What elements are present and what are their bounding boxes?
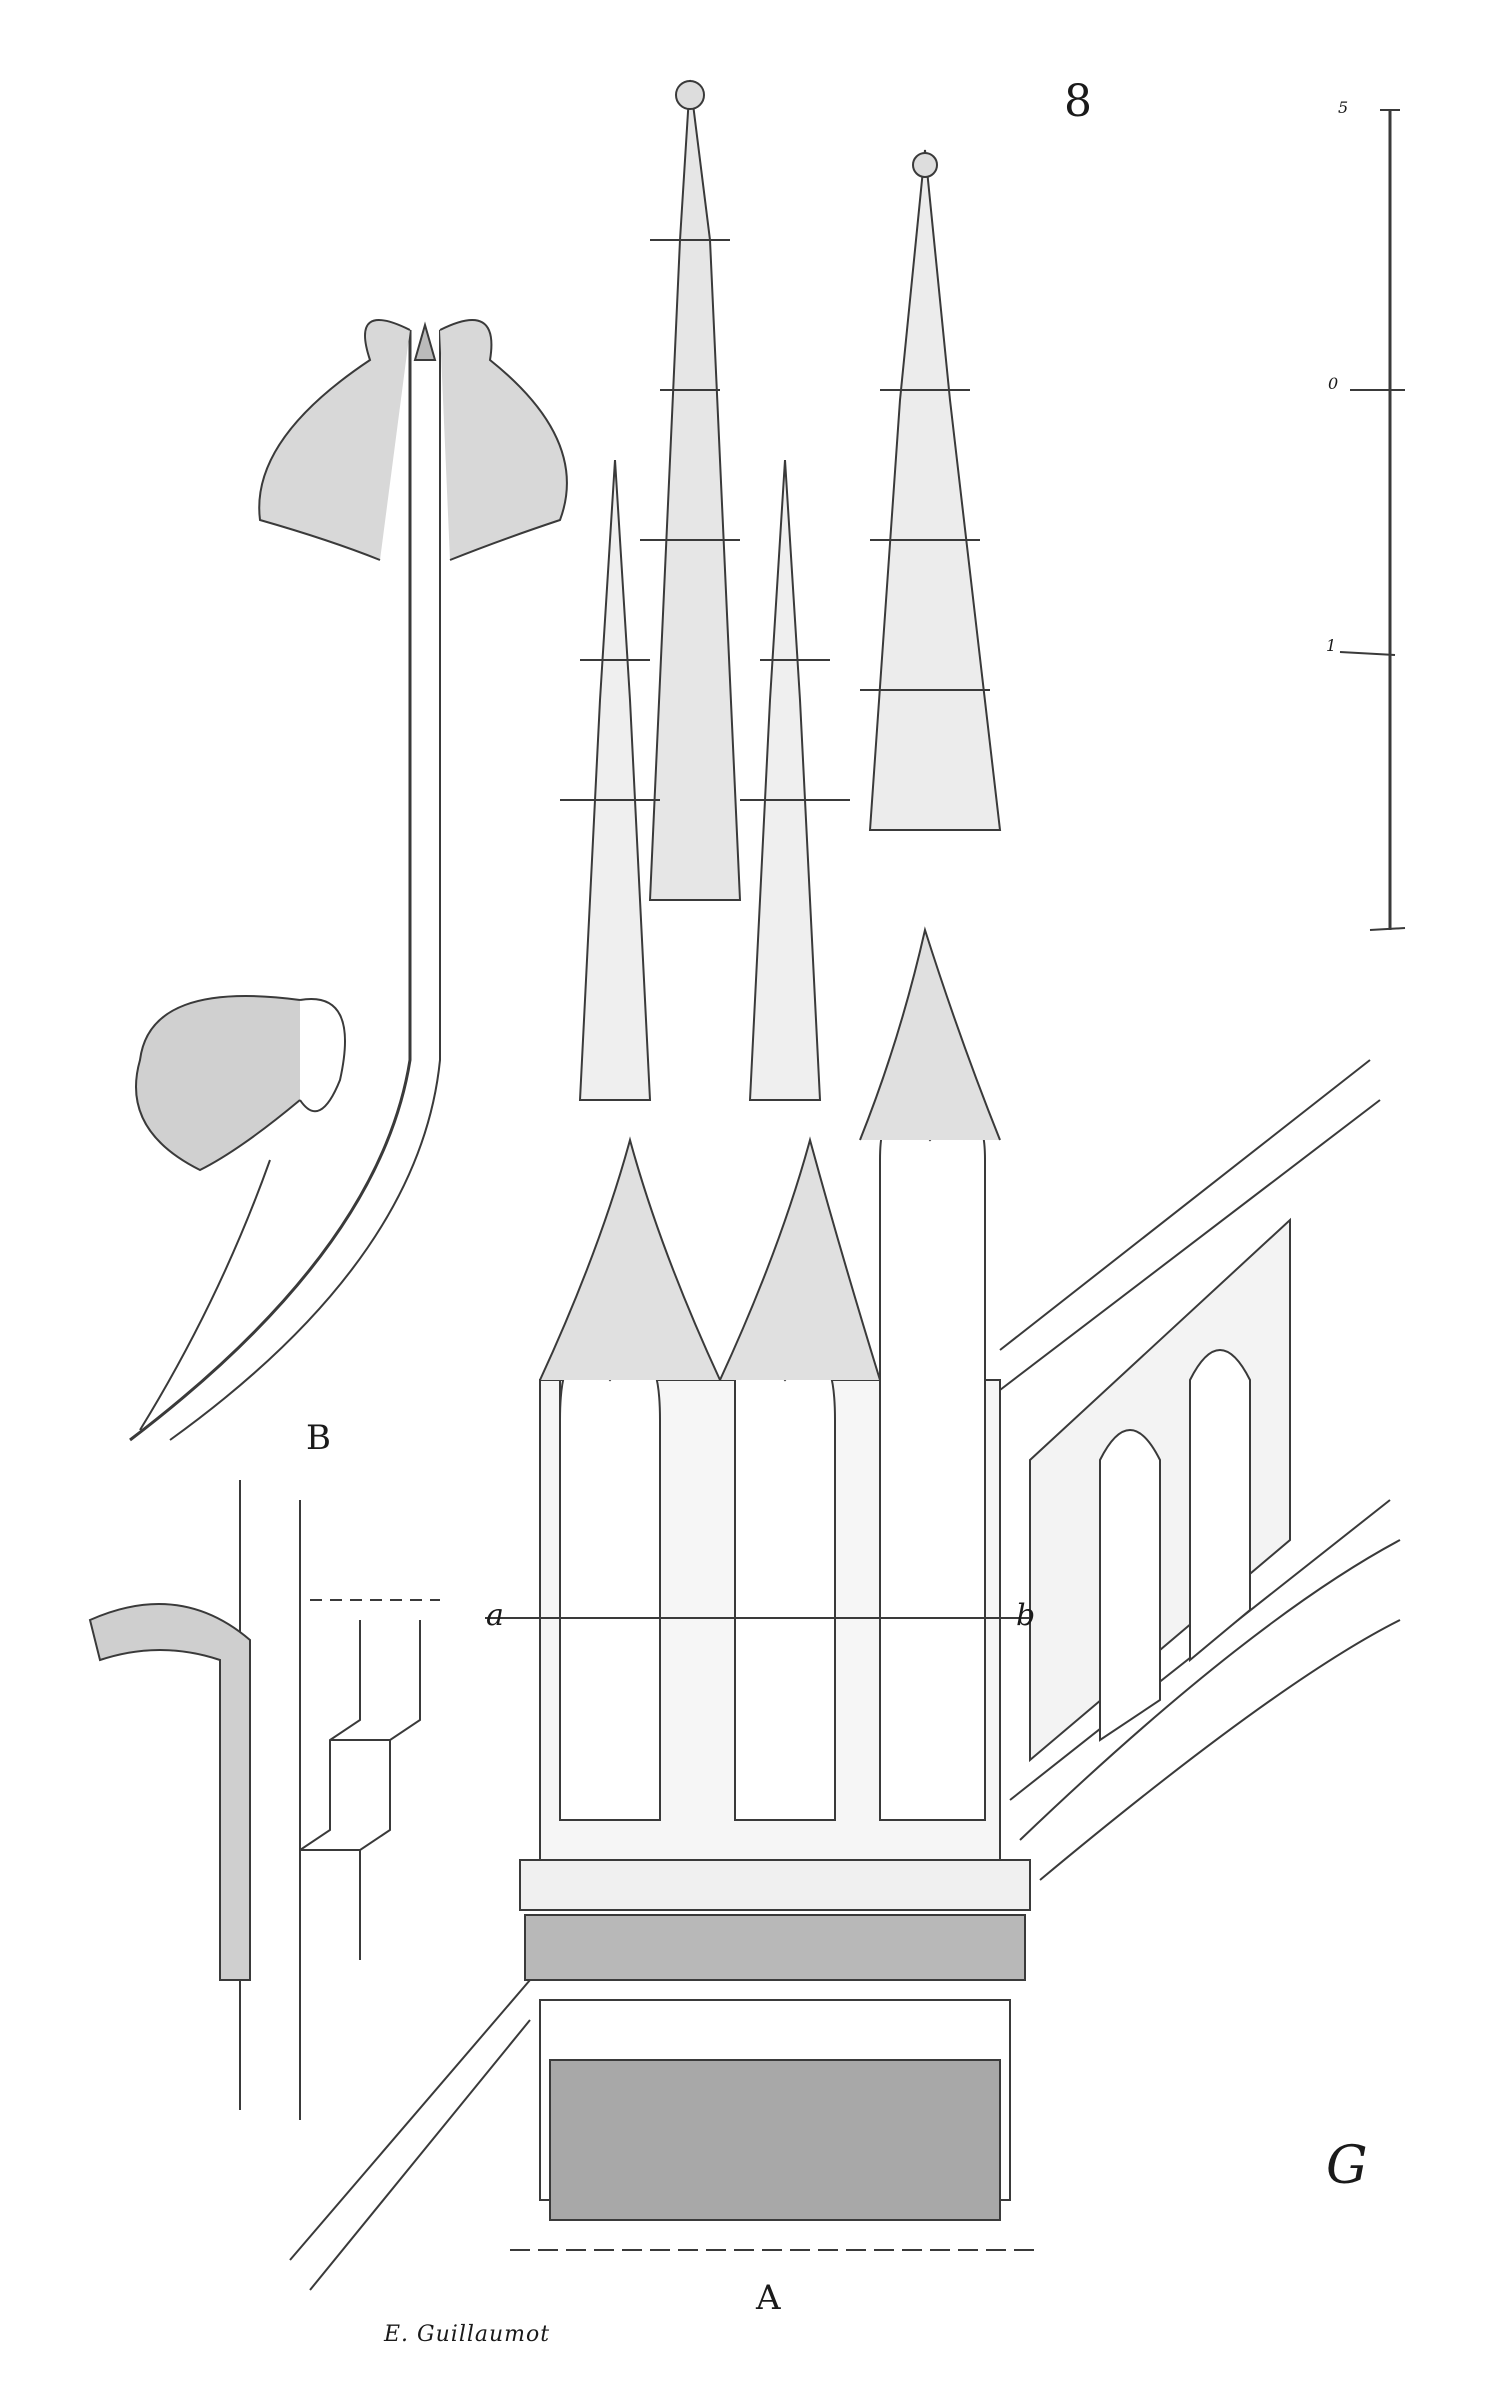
flying-buttress xyxy=(289,1059,1401,2291)
scale-label-low: 1 xyxy=(1326,636,1337,655)
monogram: G xyxy=(1326,2136,1368,2196)
tile-section-detail xyxy=(88,1480,440,2120)
plate-number: 8 xyxy=(1064,76,1092,127)
section-mark-a: a xyxy=(486,1598,504,1633)
scale-label-top: 5 xyxy=(1338,98,1349,117)
detail-label-b: B xyxy=(306,1418,331,1458)
pinnacle-a xyxy=(485,79,1040,2251)
figure-label-a: A xyxy=(756,2278,781,2318)
scale-bar xyxy=(1339,109,1406,931)
section-mark-b: b xyxy=(1016,1598,1036,1633)
engraver-signature: E. Guillaumot xyxy=(384,2322,551,2347)
finial-detail-b xyxy=(129,319,568,1442)
scale-label-mid: 0 xyxy=(1328,374,1339,393)
